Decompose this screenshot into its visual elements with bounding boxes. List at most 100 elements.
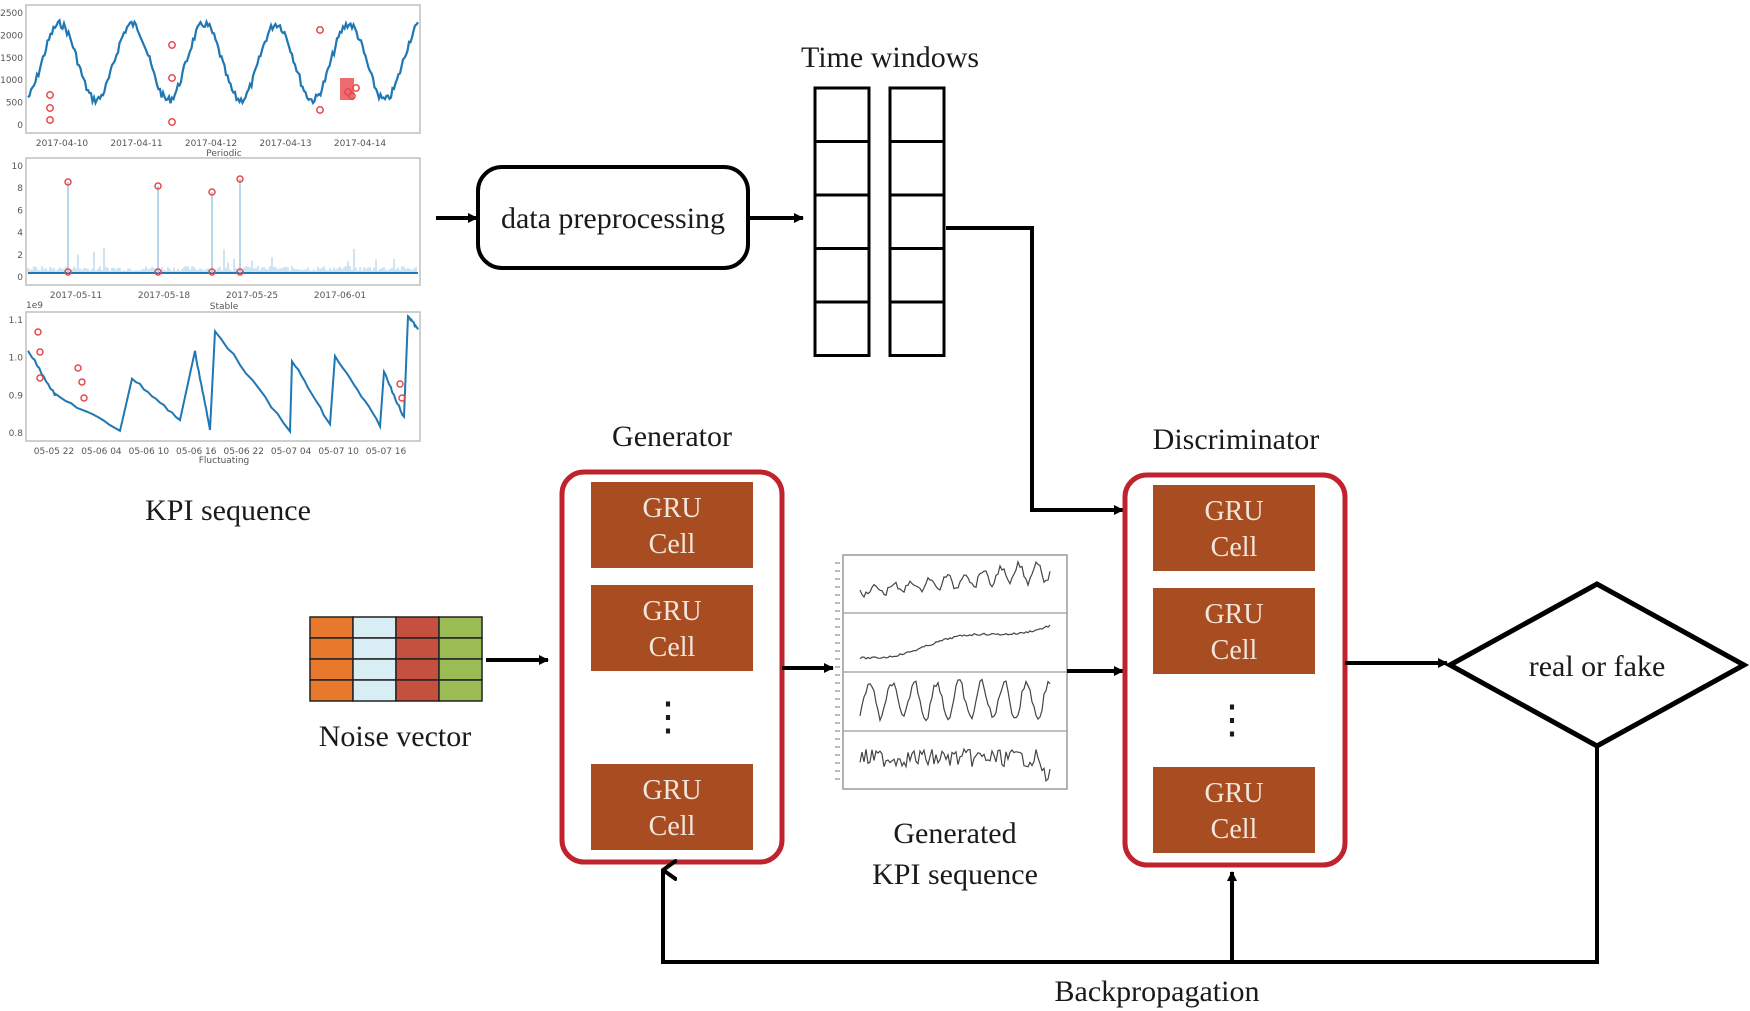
kpi-periodic-anomalies — [46, 26, 360, 126]
y-tick-label: 2 — [17, 251, 23, 261]
noise-vector-cell — [438, 679, 483, 702]
time-window-cell — [888, 247, 946, 304]
y-tick-label: 8 — [17, 184, 23, 194]
time-window-cell — [813, 247, 871, 304]
generated-series-3 — [859, 678, 1051, 723]
gru-cell-label-line2: Cell — [1211, 814, 1258, 845]
gru-cell-label-line2: Cell — [649, 811, 696, 842]
anomaly-point — [236, 175, 244, 183]
anomaly-point — [64, 178, 72, 186]
anomaly-point — [64, 268, 72, 276]
time-window-cell — [888, 300, 946, 357]
kpi-fluctuating-anomalies — [34, 328, 406, 402]
anomaly-point — [74, 364, 82, 372]
gru-cell-label-line1: GRU — [642, 775, 701, 806]
generated-kpi-tick-marks — [835, 562, 840, 780]
gru-cell-box — [1153, 485, 1315, 571]
generator-ellipsis: ⋮ — [648, 694, 688, 739]
kpi-periodic-caption: Periodic — [206, 149, 242, 159]
kpi-periodic-series — [27, 18, 419, 107]
x-tick-label: 2017-04-10 — [36, 139, 89, 149]
y-tick-label: 0 — [17, 121, 23, 131]
anomaly-point — [316, 106, 324, 114]
y-tick-label: 0.8 — [9, 429, 24, 439]
y-tick-label: 10 — [12, 162, 24, 172]
gru-cell-box — [591, 585, 753, 671]
y-tick-label: 6 — [17, 206, 23, 216]
anomaly-cluster — [340, 78, 354, 100]
x-tick-label: 05-07 10 — [318, 447, 359, 457]
gru-cell-label-line1: GRU — [1204, 496, 1263, 527]
gru-cell-box — [591, 764, 753, 850]
time-window-cell — [813, 193, 871, 250]
kpi-stable-caption: Stable — [210, 302, 239, 312]
anomaly-point — [46, 116, 54, 124]
gru-cell-label-line1: GRU — [1204, 599, 1263, 630]
x-tick-label: 2017-06-01 — [314, 291, 366, 301]
noise-vector-cell — [438, 616, 483, 639]
discriminator-ellipsis: ⋮ — [1212, 697, 1252, 742]
x-tick-label: 05-06 04 — [81, 447, 122, 457]
noise-vector-cell — [395, 658, 440, 681]
noise-vector-label: Noise vector — [319, 720, 471, 753]
anomaly-point — [168, 118, 176, 126]
anomaly-point — [80, 394, 88, 402]
kpi-sequence-label: KPI sequence — [145, 494, 311, 527]
noise-vector-cell — [395, 679, 440, 702]
y-tick-label: 1500 — [0, 54, 23, 64]
noise-vector-cell — [309, 679, 354, 702]
time-window-cell — [813, 140, 871, 197]
anomaly-point — [36, 374, 44, 382]
anomaly-point — [78, 378, 86, 386]
generated-label-line2: KPI sequence — [872, 858, 1038, 891]
noise-vector-cell — [438, 658, 483, 681]
anomaly-point — [236, 268, 244, 276]
backpropagation-label: Backpropagation — [1055, 975, 1260, 1008]
noise-vector-cell — [395, 637, 440, 660]
noise-vector-cell — [352, 637, 397, 660]
gru-cell: GRU Cell — [1153, 485, 1315, 571]
anomaly-point — [46, 91, 54, 99]
anomaly-point — [208, 268, 216, 276]
time-windows — [813, 86, 946, 357]
generated-series-2 — [859, 624, 1051, 660]
anomaly-point — [36, 348, 44, 356]
x-tick-label: 2017-05-11 — [50, 291, 102, 301]
anomaly-point — [208, 188, 216, 196]
noise-vector-cell — [352, 658, 397, 681]
discriminator-label: Discriminator — [1153, 423, 1320, 456]
time-window-cell — [888, 140, 946, 197]
noise-vector-cell — [395, 616, 440, 639]
gru-cell-label-line2: Cell — [1211, 532, 1258, 563]
x-tick-label: 2017-04-13 — [259, 139, 311, 149]
noise-vector-cell — [309, 637, 354, 660]
anomaly-point — [46, 104, 54, 112]
anomaly-point — [316, 26, 324, 34]
x-tick-label: 2017-04-11 — [110, 139, 162, 149]
y-tick-label: 1.1 — [9, 316, 23, 326]
kpi-stable-anomalies — [64, 175, 244, 276]
x-tick-label: 05-07 04 — [271, 447, 312, 457]
data-preprocessing-label: data preprocessing — [501, 202, 725, 235]
gru-cell-box — [1153, 767, 1315, 853]
kpi-stable-series — [27, 247, 418, 274]
anomaly-point — [398, 394, 406, 402]
y-tick-label: 1.0 — [9, 354, 24, 364]
gru-cell-label-line2: Cell — [649, 632, 696, 663]
anomaly-point — [34, 328, 42, 336]
generated-series-4 — [859, 747, 1051, 782]
gru-cell-box — [591, 482, 753, 568]
anomaly-point — [168, 74, 176, 82]
generator-label: Generator — [612, 420, 732, 453]
time-window-cell — [813, 300, 871, 357]
y-tick-label: 500 — [6, 99, 23, 109]
gru-cell-label-line1: GRU — [642, 493, 701, 524]
real-or-fake-label: real or fake — [1529, 650, 1666, 683]
